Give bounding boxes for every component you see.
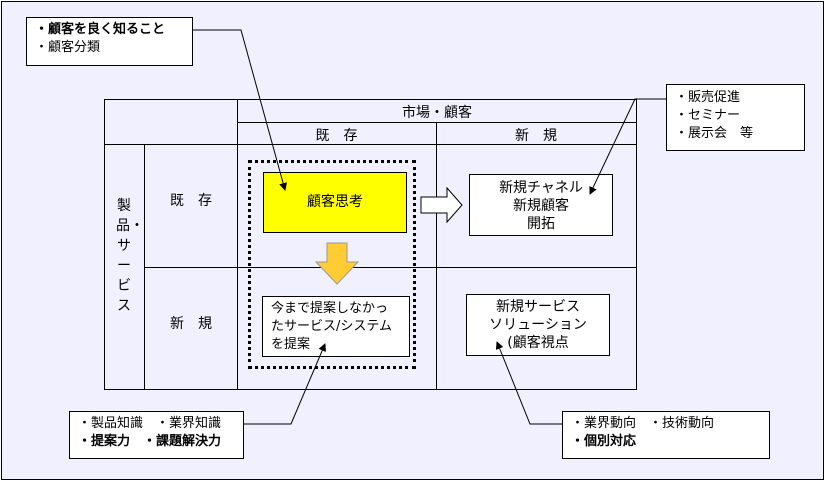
leader-top-left bbox=[193, 29, 288, 191]
down-arrow bbox=[314, 242, 360, 285]
note-top-right-line-1: ・販売促進 bbox=[675, 90, 741, 105]
proposal-line-3: を提案 bbox=[271, 337, 311, 352]
customer-thinking-box: 顧客思考 bbox=[263, 172, 407, 233]
new-channel-line-3: 開拓 bbox=[527, 216, 555, 232]
leader-bottom-right bbox=[495, 341, 562, 425]
leader-bottom-left bbox=[244, 343, 326, 425]
note-bottom-left-line-1: ・製品知識 ・業界知識 bbox=[78, 416, 222, 431]
grid-col-existing bbox=[237, 99, 238, 390]
grid-col-new bbox=[436, 122, 437, 390]
note-bottom-right-line-1: ・業界動向 ・技術動向 bbox=[571, 416, 715, 431]
market-existing-header: 既 存 bbox=[315, 128, 358, 144]
note-top-left-line-2: ・顧客分類 bbox=[35, 40, 101, 55]
new-service-box: 新規サービス ソリューション (顧客視点 bbox=[466, 294, 610, 356]
focus-dotted-outline bbox=[248, 160, 416, 369]
customer-thinking-label: 顧客思考 bbox=[307, 194, 363, 210]
new-service-line-3: (顧客視点 bbox=[507, 335, 569, 351]
grid-right-border bbox=[636, 99, 637, 390]
product-new-label: 新 規 bbox=[170, 316, 212, 332]
proposal-line-1: 今まで提案しなかっ bbox=[271, 301, 389, 316]
note-bottom-left-line-2: ・提案力 ・課題解決力 bbox=[78, 434, 222, 449]
hollow-right-arrow bbox=[420, 186, 463, 224]
note-top-left: ・顧客を良く知ること ・顧客分類 bbox=[26, 17, 193, 66]
product-header: 製品・サービス bbox=[116, 198, 144, 314]
new-channel-line-2: 新規顧客 bbox=[513, 198, 569, 214]
leader-top-right bbox=[589, 98, 666, 195]
market-new-header: 新 規 bbox=[515, 128, 557, 144]
grid-top-border bbox=[104, 99, 637, 100]
market-header: 市場・顧客 bbox=[402, 105, 472, 121]
grid-row-divider bbox=[144, 267, 637, 268]
note-bottom-left: ・製品知識 ・業界知識 ・提案力 ・課題解決力 bbox=[69, 411, 244, 459]
new-service-line-2: ソリューション bbox=[489, 317, 587, 333]
new-service-line-1: 新規サービス bbox=[496, 299, 580, 315]
grid-left-border bbox=[104, 99, 105, 390]
grid-market-divider bbox=[237, 122, 637, 123]
note-bottom-right-line-2: ・個別対応 bbox=[571, 434, 637, 449]
proposal-line-2: たサービス/システム bbox=[271, 319, 392, 334]
grid-bottom-border bbox=[104, 389, 637, 390]
note-top-right-line-2: ・セミナー bbox=[675, 108, 741, 123]
new-channel-line-1: 新規チャネル bbox=[499, 180, 583, 196]
note-top-right-line-3: ・展示会 等 bbox=[675, 126, 754, 141]
proposal-box: 今まで提案しなかっ たサービス/システム を提案 bbox=[262, 296, 410, 357]
new-channel-box: 新規チャネル 新規顧客 開拓 bbox=[469, 174, 613, 236]
note-bottom-right: ・業界動向 ・技術動向 ・個別対応 bbox=[562, 411, 770, 459]
grid-col-product-label bbox=[144, 144, 145, 390]
grid-header-bottom bbox=[104, 144, 637, 145]
product-existing-label: 既 存 bbox=[170, 193, 212, 209]
note-top-left-line-1: ・顧客を良く知ること bbox=[35, 22, 166, 37]
note-top-right: ・販売促進 ・セミナー ・展示会 等 bbox=[666, 84, 805, 151]
